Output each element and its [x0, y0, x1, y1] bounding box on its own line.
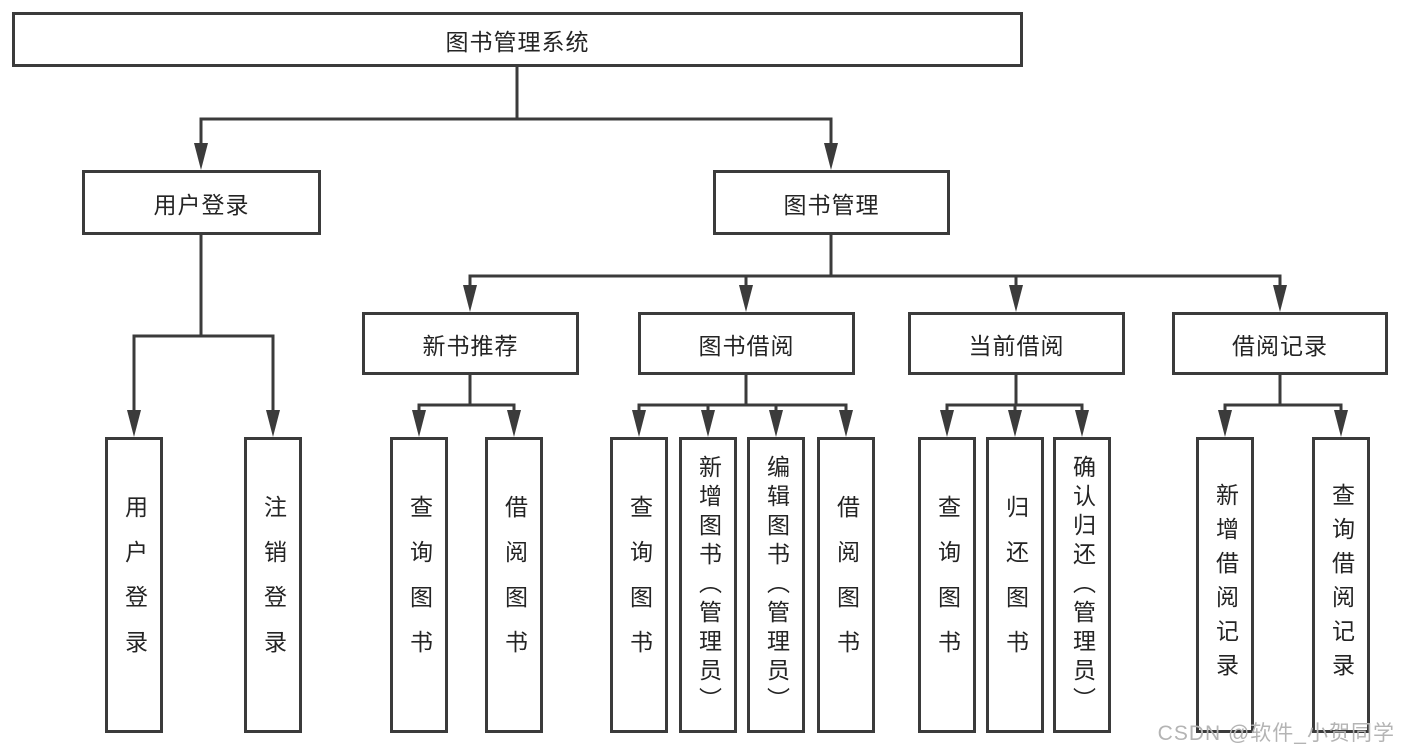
arrow-to-leaf-add-book: [701, 410, 715, 437]
leaf-query-book-borrow: 查询图书: [610, 437, 668, 733]
leaf-label: 查询借阅记录: [1328, 483, 1355, 687]
leaf-user-login: 用户登录: [105, 437, 163, 733]
node-user-login: 用户登录: [82, 170, 321, 235]
node-book-borrow: 图书借阅: [638, 312, 855, 375]
leaf-label: 注销登录: [260, 495, 287, 675]
watermark: CSDN @软件_小贺同学: [1157, 722, 1395, 745]
leaf-label: 借阅图书: [833, 495, 860, 675]
arrow-to-leaf-borrow-book-1: [507, 410, 521, 437]
leaf-label: 查询图书: [934, 495, 961, 675]
node-borrow-records: 借阅记录: [1172, 312, 1388, 375]
leaf-add-book-admin: 新增图书（管理员）: [679, 437, 737, 733]
arrow-to-leaf-edit-book: [769, 410, 783, 437]
arrow-to-new-book-recommend: [463, 285, 477, 312]
leaf-label: 新增借阅记录: [1212, 483, 1239, 687]
leaf-label: 归还图书: [1002, 495, 1029, 675]
arrow-to-book-borrow: [739, 285, 753, 312]
leaf-add-borrow-record: 新增借阅记录: [1196, 437, 1254, 733]
connector-newrec-rail: [417, 403, 516, 412]
node-label: 借阅记录: [1232, 332, 1328, 359]
leaf-label: 新增图书（管理员）: [695, 454, 722, 716]
node-label: 图书管理: [783, 191, 880, 218]
node-current-borrow: 当前借阅: [908, 312, 1125, 375]
arrow-to-leaf-query-book-2: [632, 410, 646, 437]
leaf-label: 确认归还（管理员）: [1069, 454, 1096, 716]
leaf-borrow-book: 借阅图书: [817, 437, 875, 733]
node-label: 图书借阅: [698, 332, 795, 359]
connector-level3-rail: [468, 274, 1282, 287]
leaf-logout: 注销登录: [244, 437, 302, 733]
arrow-to-leaf-borrow-book-2: [839, 410, 853, 437]
arrow-to-book-management: [824, 143, 838, 170]
arrow-to-leaf-query-record: [1334, 410, 1348, 437]
node-label: 新书推荐: [422, 332, 519, 359]
arrow-to-leaf-return-book: [1008, 410, 1022, 437]
arrow-to-leaf-logout: [266, 410, 280, 437]
leaf-label: 编辑图书（管理员）: [763, 454, 790, 716]
connector-level2-rail: [199, 117, 833, 146]
node-label: 用户登录: [153, 191, 250, 218]
leaf-query-book-current: 查询图书: [918, 437, 976, 733]
leaf-query-book-recommend: 查询图书: [390, 437, 448, 733]
leaf-label: 查询图书: [406, 495, 433, 675]
leaf-label: 查询图书: [626, 495, 653, 675]
leaf-edit-book-admin: 编辑图书（管理员）: [747, 437, 805, 733]
node-label: 图书管理系统: [445, 28, 590, 55]
connector-borrow-rail: [637, 403, 848, 412]
connector-records-rail: [1223, 403, 1343, 412]
leaf-confirm-return-admin: 确认归还（管理员）: [1053, 437, 1111, 733]
connector-login-rail: [132, 334, 275, 412]
leaf-label: 借阅图书: [501, 495, 528, 675]
leaf-return-book: 归还图书: [986, 437, 1044, 733]
arrow-to-leaf-query-book-3: [940, 410, 954, 437]
node-new-book-recommend: 新书推荐: [362, 312, 579, 375]
arrow-to-leaf-confirm-return: [1075, 410, 1089, 437]
arrow-to-borrow-records: [1273, 285, 1287, 312]
node-book-management: 图书管理: [713, 170, 950, 235]
leaf-query-borrow-record: 查询借阅记录: [1312, 437, 1370, 733]
arrow-to-current-borrow: [1009, 285, 1023, 312]
node-root-system: 图书管理系统: [12, 12, 1023, 67]
arrow-to-leaf-user-login: [127, 410, 141, 437]
node-label: 当前借阅: [968, 332, 1065, 359]
arrowheads: [127, 143, 1348, 437]
leaf-borrow-book-recommend: 借阅图书: [485, 437, 543, 733]
arrow-to-user-login: [194, 143, 208, 170]
leaf-label: 用户登录: [121, 495, 148, 675]
arrow-to-leaf-query-book-1: [412, 410, 426, 437]
arrow-to-leaf-add-record: [1218, 410, 1232, 437]
